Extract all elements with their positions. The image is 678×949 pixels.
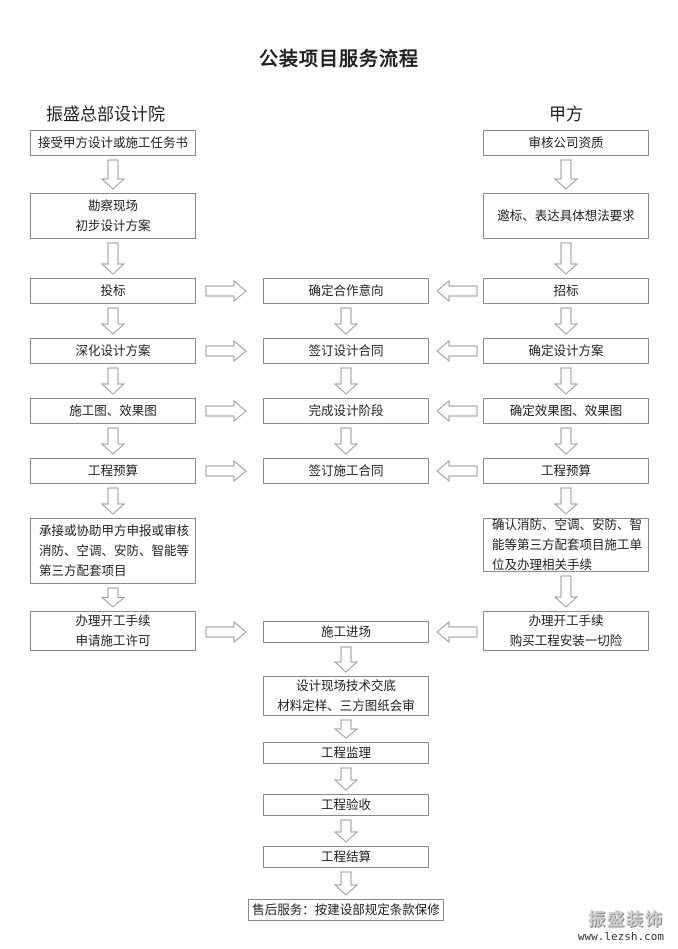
down-arrow-5 <box>100 487 126 515</box>
down-arrow-18 <box>333 719 359 739</box>
center-step-supervision: 工程监理 <box>263 742 429 764</box>
center-step-construction-contract: 签订施工合同 <box>263 458 429 484</box>
watermark-brand: 振盛装饰 <box>588 910 664 930</box>
watermark-url: www.lezsh.com <box>577 930 664 943</box>
right-step-permit-insurance: 办理开工手续 购买工程安装一切险 <box>483 611 649 651</box>
left-arrow-23 <box>436 279 478 303</box>
down-arrow-13 <box>553 575 579 608</box>
right-step-confirm-design: 确定设计方案 <box>483 338 649 364</box>
left-arrow-31 <box>436 620 478 644</box>
center-step-site-entry: 施工进场 <box>263 621 429 643</box>
watermark: 振盛装饰 www.lezsh.com <box>578 905 664 943</box>
down-arrow-14 <box>333 307 359 335</box>
down-arrow-2 <box>100 307 126 335</box>
right-step-invite-bid: 邀标、表达具体想法要求 <box>483 193 649 239</box>
left-arrow-27 <box>436 399 478 423</box>
center-step-design-complete: 完成设计阶段 <box>263 398 429 424</box>
center-step-after-sales: 售后服务：按建设部规定条款保修 <box>248 899 444 921</box>
down-arrow-4 <box>100 427 126 455</box>
left-column-header: 振盛总部设计院 <box>46 105 165 125</box>
left-arrow-25 <box>436 339 478 363</box>
down-arrow-6 <box>100 587 126 608</box>
center-step-cooperation: 确定合作意向 <box>263 278 429 304</box>
down-arrow-1 <box>100 242 126 275</box>
left-step-budget: 工程预算 <box>30 458 196 484</box>
right-step-third-party: 确认消防、空调、安防、智 能等第三方配套项目施工单 位及办理相关手续 <box>483 517 649 572</box>
left-step-site-survey: 勘察现场 初步设计方案 <box>30 193 196 239</box>
left-step-third-party: 承接或协助甲方申报或审核 消防、空调、安防、智能等 第三方配套项目 <box>30 518 196 584</box>
left-step-task-brief: 接受甲方设计或施工任务书 <box>30 130 196 156</box>
right-step-budget: 工程预算 <box>483 458 649 484</box>
center-step-settlement: 工程结算 <box>263 846 429 868</box>
right-arrow-26 <box>205 399 247 423</box>
left-step-detailed-design: 深化设计方案 <box>30 338 196 364</box>
left-arrow-29 <box>436 459 478 483</box>
down-arrow-3 <box>100 367 126 395</box>
down-arrow-12 <box>553 487 579 515</box>
down-arrow-9 <box>553 307 579 335</box>
down-arrow-17 <box>333 646 359 673</box>
down-arrow-20 <box>333 819 359 843</box>
left-step-bidding: 投标 <box>30 278 196 304</box>
right-step-qualification: 审核公司资质 <box>483 130 649 156</box>
right-step-tender: 招标 <box>483 278 649 304</box>
left-step-permit: 办理开工手续 申请施工许可 <box>30 611 196 651</box>
right-arrow-28 <box>205 459 247 483</box>
right-arrow-30 <box>205 620 247 644</box>
right-arrow-22 <box>205 279 247 303</box>
page-title: 公装项目服务流程 <box>258 48 419 70</box>
center-step-tech-briefing: 设计现场技术交底 材料定样、三方图纸会审 <box>263 676 429 716</box>
center-step-acceptance: 工程验收 <box>263 794 429 816</box>
center-step-design-contract: 签订设计合同 <box>263 338 429 364</box>
down-arrow-10 <box>553 367 579 395</box>
down-arrow-19 <box>333 767 359 791</box>
right-column-header: 甲方 <box>549 105 583 125</box>
down-arrow-8 <box>553 242 579 275</box>
down-arrow-15 <box>333 367 359 395</box>
down-arrow-16 <box>333 427 359 455</box>
left-step-drawings: 施工图、效果图 <box>30 398 196 424</box>
down-arrow-0 <box>100 159 126 190</box>
down-arrow-11 <box>553 427 579 455</box>
down-arrow-21 <box>333 871 359 896</box>
right-step-confirm-renderings: 确定效果图、效果图 <box>483 398 649 424</box>
right-arrow-24 <box>205 339 247 363</box>
down-arrow-7 <box>553 159 579 190</box>
